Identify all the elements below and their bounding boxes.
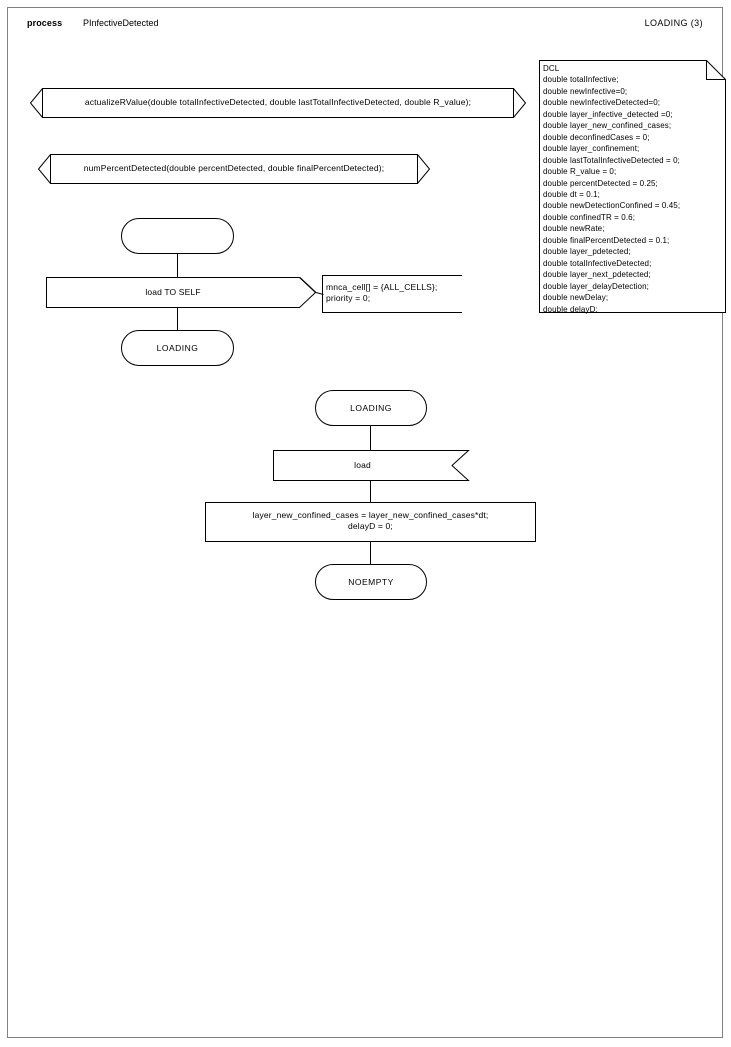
state-symbol-start[interactable]: [121, 218, 234, 254]
state-label-loading-next: LOADING: [156, 343, 199, 353]
connector-state-to-input: [370, 425, 372, 450]
connector-input-to-task: [370, 481, 372, 502]
dcl-line: double confinedTR = 0.6;: [543, 212, 636, 222]
dcl-line: double dt = 0.1;: [543, 189, 600, 199]
dcl-line: double totalInfective;: [543, 75, 619, 85]
state-label-noempty: NOEMPTY: [348, 577, 394, 587]
dcl-line: DCL: [543, 64, 560, 73]
procedure-symbol-numPercentDetected[interactable]: [37, 154, 431, 184]
task-line: layer_new_confined_cases = layer_new_con…: [252, 510, 489, 520]
comment-symbol-output: [322, 275, 462, 313]
output-symbol-load-to-self[interactable]: [46, 277, 317, 308]
process-name-label: PInfectiveDetected: [83, 18, 159, 28]
dcl-line: double layer_delayDetection;: [543, 281, 649, 291]
diagram-kind-label: process: [27, 18, 63, 28]
procedure-label-actualizeRValue: actualizeRValue(double totalInfectiveDet…: [84, 97, 472, 107]
comment-text-output: mnca_cell[] = {ALL_CELLS}; priority = 0;: [326, 282, 466, 304]
state-symbol-noempty[interactable]: [315, 564, 427, 600]
dcl-line: double lastTotalInfectiveDetected = 0;: [543, 155, 680, 165]
dcl-line: double newDetectionConfined = 0.45;: [543, 201, 681, 211]
connector-output-to-state-loading: [177, 308, 179, 330]
dcl-line: double deconfinedCases = 0;: [543, 132, 650, 142]
connector-output-to-comment: [299, 277, 324, 308]
dcl-line: double newDelay;: [543, 293, 609, 303]
state-label-loading: LOADING: [350, 403, 392, 413]
dcl-line: double totalInfectiveDetected;: [543, 258, 652, 268]
procedure-symbol-actualizeRValue[interactable]: [29, 88, 527, 118]
dcl-line: double layer_new_confined_cases;: [543, 121, 672, 131]
dcl-line: double layer_next_pdetected;: [543, 270, 651, 280]
declaration-note-text: DCL double totalInfective; double newInf…: [543, 63, 725, 315]
input-symbol-load[interactable]: [273, 450, 470, 481]
task-symbol-update-confined-cases[interactable]: [205, 502, 536, 542]
procedure-label-numPercentDetected: numPercentDetected(double percentDetecte…: [83, 163, 385, 173]
dcl-line: double layer_infective_detected =0;: [543, 109, 673, 119]
dcl-line: double finalPercentDetected = 0.1;: [543, 235, 670, 245]
task-line: delayD = 0;: [348, 521, 393, 531]
dcl-line: double delayD;: [543, 304, 598, 314]
dcl-line: double newInfectiveDetected=0;: [543, 98, 661, 108]
dcl-line: double newInfective=0;: [543, 86, 628, 96]
output-label-load-to-self: load TO SELF: [145, 287, 201, 297]
comment-line: priority = 0;: [326, 293, 371, 303]
connector-task-to-state-noempty: [370, 542, 372, 564]
dcl-line: double R_value = 0;: [543, 167, 617, 177]
dcl-line: double newRate;: [543, 224, 605, 234]
page-reference-label: LOADING (3): [644, 18, 703, 28]
page-frame: [7, 7, 723, 1038]
dcl-line: double layer_confinement;: [543, 144, 640, 154]
input-label-load: load: [354, 460, 371, 470]
declaration-note: [539, 60, 726, 313]
connector-start-to-output: [177, 253, 179, 278]
task-text-update-confined-cases: layer_new_confined_cases = layer_new_con…: [205, 510, 536, 532]
comment-line: mnca_cell[] = {ALL_CELLS};: [326, 282, 438, 292]
dcl-line: double percentDetected = 0.25;: [543, 178, 658, 188]
state-symbol-loading-next[interactable]: [121, 330, 234, 366]
dcl-line: double layer_pdetected;: [543, 247, 631, 257]
